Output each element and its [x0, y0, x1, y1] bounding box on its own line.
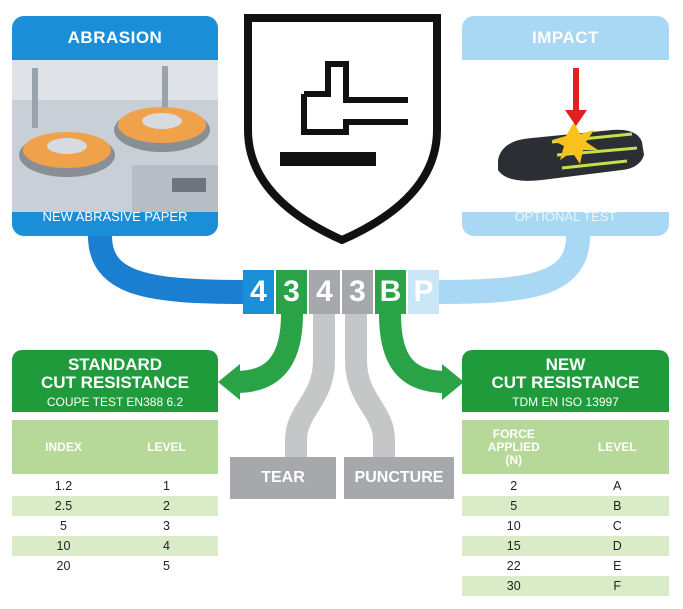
- new-cut-connector: [379, 313, 447, 393]
- new-col-level: LEVEL: [597, 440, 637, 454]
- standard-cut-header: STANDARD CUT RESISTANCE COUPE TEST EN388…: [12, 350, 218, 412]
- new-cut-title-line1: NEW: [545, 355, 586, 374]
- impact-footer: OPTIONAL TEST: [514, 208, 617, 224]
- index-cell: 5: [60, 519, 67, 533]
- table-row: 30 F: [462, 576, 669, 596]
- impact-title: IMPACT: [532, 28, 599, 47]
- table-row: 20 5: [12, 556, 218, 576]
- abrasion-card: ABRASION NEW ABRASIVE PAPER: [12, 16, 218, 236]
- force-cell: 22: [506, 559, 521, 573]
- new-cut-header: NEW CUT RESISTANCE TDM EN ISO 13997: [462, 350, 669, 412]
- standard-col-level: LEVEL: [147, 440, 186, 454]
- new-cut-subtitle: TDM EN ISO 13997: [512, 395, 619, 409]
- level-cell: E: [613, 559, 622, 573]
- index-cell: 2.5: [54, 499, 73, 513]
- level-cell: C: [612, 519, 622, 533]
- index-cell: 10: [56, 539, 71, 553]
- force-cell: 15: [506, 539, 521, 553]
- standard-cut-arrowhead: [218, 364, 240, 400]
- table-row: 15 D: [462, 536, 669, 556]
- abrasion-machine-illustration: [12, 60, 218, 212]
- impact-card: IMPACT OPTIONAL TEST: [462, 16, 669, 236]
- new-cut-title-line2: CUT RESISTANCE: [491, 373, 640, 392]
- index-cell: 20: [56, 559, 71, 573]
- new-col-force-line1: FORCE: [492, 426, 535, 441]
- impact-connector: [437, 235, 590, 304]
- tear-label: TEAR: [230, 457, 336, 499]
- force-cell: 10: [506, 519, 521, 533]
- code-digit-impact: P: [408, 270, 439, 314]
- abrasion-machine-photo: [12, 60, 218, 212]
- level-cell: 5: [163, 559, 170, 573]
- level-cell: 2: [163, 499, 170, 513]
- impact-glove-photo: [462, 60, 669, 212]
- new-col-force-line2: APPLIED: [487, 439, 540, 454]
- table-row: 22 E: [462, 556, 669, 576]
- standard-cut-subtitle: COUPE TEST EN388 6.2: [46, 395, 184, 409]
- puncture-label: PUNCTURE: [344, 457, 454, 499]
- level-cell: D: [612, 539, 622, 553]
- level-cell: B: [613, 499, 622, 513]
- force-cell: 30: [506, 579, 521, 593]
- new-table-header: FORCE APPLIED (N) LEVEL: [462, 420, 669, 474]
- new-col-force-line3: (N): [505, 452, 523, 467]
- mechanical-risk-shield-icon: [244, 14, 441, 244]
- level-cell: 3: [163, 519, 170, 533]
- code-digit-standard-cut: 3: [276, 270, 307, 314]
- level-cell: F: [613, 579, 622, 593]
- standard-cut-title-line2: CUT RESISTANCE: [41, 373, 189, 392]
- abrasion-footer: NEW ABRASIVE PAPER: [42, 208, 188, 224]
- standard-cut-connector: [235, 313, 303, 393]
- table-row: 10 C: [462, 516, 669, 536]
- force-cell: 2: [510, 479, 518, 493]
- new-cut-arrowhead: [442, 364, 464, 400]
- puncture-connector: [345, 314, 395, 458]
- standard-col-index: INDEX: [45, 440, 82, 454]
- standard-table-header: INDEX LEVEL: [12, 420, 218, 474]
- abrasion-title: ABRASION: [67, 28, 163, 47]
- impact-glove-illustration: [462, 60, 669, 212]
- index-cell: 1.2: [54, 479, 73, 493]
- code-digit-puncture: 3: [342, 270, 373, 314]
- table-row: 10 4: [12, 536, 218, 556]
- tear-connector: [285, 314, 335, 458]
- force-cell: 5: [510, 499, 518, 513]
- level-cell: 4: [163, 539, 170, 553]
- code-digit-tear: 4: [309, 270, 340, 314]
- standard-cut-title-line1: STANDARD: [67, 355, 163, 374]
- code-digit-new-cut: B: [375, 270, 406, 314]
- level-cell: A: [613, 479, 622, 493]
- level-cell: 1: [163, 479, 170, 493]
- code-digit-abrasion: 4: [243, 270, 274, 314]
- abrasion-connector: [88, 235, 246, 304]
- new-col-force: FORCE APPLIED (N): [462, 426, 566, 467]
